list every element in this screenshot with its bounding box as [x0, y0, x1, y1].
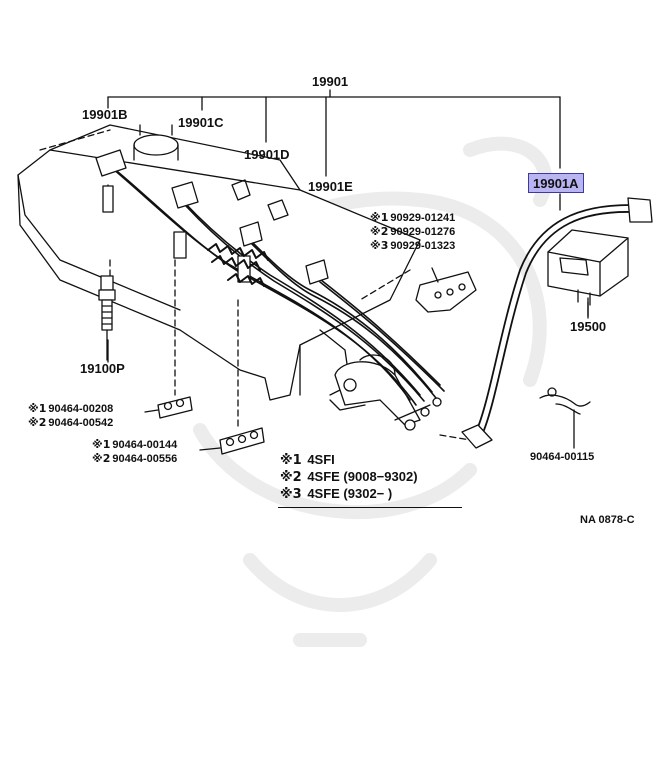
- legend-row-3: ※3 4SFE (9302− ): [280, 486, 393, 502]
- leader-lines: [107, 193, 589, 363]
- harness-bracket: [107, 89, 561, 177]
- label-cord-e: 19901E: [308, 179, 353, 194]
- wire-clamp-small: [144, 396, 193, 419]
- legend-row-2: ※2 4SFE (9008−9302): [280, 469, 418, 485]
- engine-legend: ※1 4SFI ※2 4SFE (9008−9302) ※3 4SFE (930…: [278, 452, 462, 508]
- plug-boots: [95, 149, 653, 449]
- legend-row-1: ※1 4SFI: [280, 452, 335, 468]
- label-cord-a-highlighted[interactable]: 19901A: [528, 173, 584, 193]
- diagram-code: NA 0878-C: [580, 514, 635, 526]
- label-harness: 19901: [312, 74, 349, 89]
- connector-bracket: [415, 267, 477, 313]
- wire-clamp-large: [199, 427, 265, 455]
- label-cord-c: 19901C: [178, 115, 224, 130]
- spark-plug: [98, 275, 116, 361]
- wire-separators: [207, 243, 269, 287]
- label-clamp-bolt: 90464-00115: [530, 451, 595, 463]
- ignition-coil: [547, 229, 629, 317]
- guide-lines: [39, 129, 471, 441]
- spark-plug-wires: [111, 167, 633, 436]
- legend-underline: [278, 507, 462, 508]
- label-cord-b: 19901B: [82, 107, 128, 122]
- label-coil: 19500: [570, 319, 607, 334]
- label-spark-plug: 19100P: [80, 361, 125, 376]
- clamp-bolt: [539, 387, 591, 449]
- label-cord-d: 19901D: [244, 147, 290, 162]
